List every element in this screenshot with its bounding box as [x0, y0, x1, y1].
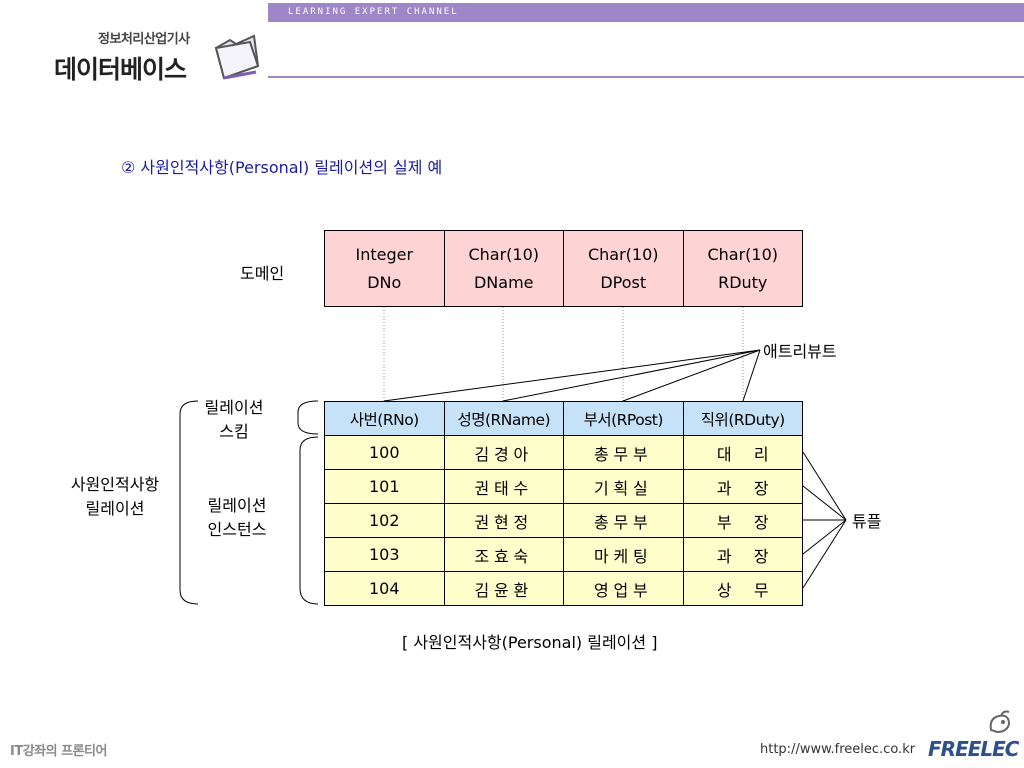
instance-brace [299, 436, 319, 605]
domain-label: 도메인 [240, 264, 285, 283]
cell-rno: 103 [324, 537, 445, 572]
cell-rname: 권현정 [443, 503, 564, 538]
domain-cell: Char(10)DPost [563, 230, 684, 307]
cell-rduty: 상무 [682, 571, 803, 606]
cell-rname: 권태수 [443, 469, 564, 504]
schema-row: 사번(RNo) 성명(RName) 부서(RPost) 직위(RDuty) [324, 401, 803, 436]
braces [179, 400, 319, 605]
relation-label: 사원인적사항 릴레이션 [70, 475, 160, 518]
cell-rname: 조효숙 [443, 537, 564, 572]
page-title: 데이터베이스 [54, 55, 187, 84]
relation-table: 사번(RNo) 성명(RName) 부서(RPost) 직위(RDuty) 10… [324, 401, 803, 606]
top-banner: LEARNING EXPERT CHANNEL [268, 3, 1024, 22]
column-header: 부서(RPost) [563, 401, 684, 436]
domain-cell: Char(10)DName [443, 230, 564, 307]
relation-brace [179, 400, 199, 605]
tuple-label: 튜플 [852, 512, 882, 531]
domain-cell: Char(10)RDuty [682, 230, 803, 307]
cell-rpost: 총무부 [563, 503, 684, 538]
tuple-row: 101 권태수 기획실 과장 [324, 469, 803, 504]
column-header: 사번(RNo) [324, 401, 445, 436]
cell-rno: 102 [324, 503, 445, 538]
tuple-row: 103 조효숙 마케팅 과장 [324, 537, 803, 572]
brand-logo: FREELEC [928, 737, 1019, 761]
cell-rpost: 총무부 [563, 435, 684, 470]
attribute-pointer-lines [383, 349, 761, 402]
cell-rno: 104 [324, 571, 445, 606]
table-caption: [ 사원인적사항(Personal) 릴레이션 ] [402, 633, 658, 652]
attribute-label: 애트리뷰트 [763, 342, 837, 361]
section-heading: ② 사원인적사항(Personal) 릴레이션의 실제 예 [121, 158, 443, 177]
cell-rname: 김윤환 [443, 571, 564, 606]
tuple-row: 100 김경아 총무부 대리 [324, 435, 803, 470]
cell-rno: 100 [324, 435, 445, 470]
footer-slogan: IT강좌의 프론티어 [10, 744, 107, 759]
schema-brace [297, 400, 319, 435]
cell-rpost: 마케팅 [563, 537, 684, 572]
schema-label: 릴레이션 스킴 [204, 398, 264, 441]
tuple-pointer-lines [802, 451, 847, 589]
column-header: 성명(RName) [443, 401, 564, 436]
course-name: 정보처리산업기사 [98, 32, 190, 47]
tuple-row: 102 권현정 총무부 부장 [324, 503, 803, 538]
domain-dotted-lines [383, 307, 744, 401]
footer-url[interactable]: http://www.freelec.co.kr [760, 742, 916, 757]
cell-rduty: 대리 [682, 435, 803, 470]
cell-rno: 101 [324, 469, 445, 504]
folder-icon [214, 34, 260, 80]
header-divider [268, 76, 1024, 78]
cell-rduty: 과장 [682, 469, 803, 504]
cell-rname: 김경아 [443, 435, 564, 470]
cell-rpost: 기획실 [563, 469, 684, 504]
banner-text: LEARNING EXPERT CHANNEL [288, 7, 459, 17]
cell-rduty: 부장 [682, 503, 803, 538]
instance-label: 릴레이션 인스턴스 [207, 496, 267, 539]
tuple-row: 104 김윤환 영업부 상무 [324, 571, 803, 606]
column-header: 직위(RDuty) [682, 401, 803, 436]
brand-mascot-icon [989, 710, 1011, 734]
cell-rpost: 영업부 [563, 571, 684, 606]
